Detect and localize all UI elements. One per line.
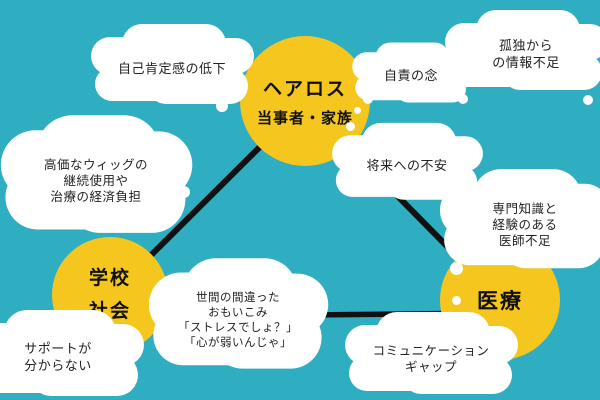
bubble-text: サポートが 分からない	[24, 342, 92, 374]
thought-tail-bubble	[354, 107, 361, 114]
thought-bubble-support-unknown: サポートが 分からない	[0, 328, 122, 390]
thought-bubble-doctor-shortage: 専門知識と 経験のある 医師不足	[462, 188, 588, 262]
thought-tail-bubble	[196, 305, 205, 314]
bubble-text: 専門知識と 経験のある 医師不足	[492, 200, 558, 249]
thought-tail-bubble	[450, 262, 463, 275]
thought-tail-bubble	[583, 95, 593, 105]
bubble-text: 高価なウィッグの 継続使用や 治療の経済負担	[43, 156, 148, 205]
thought-tail-bubble	[157, 342, 167, 352]
thought-tail-bubble	[178, 186, 190, 198]
node-hairloss-subtitle: 当事者・家族	[256, 109, 353, 127]
thought-bubble-communication-gap: コミュニケーション ギャップ	[366, 330, 496, 388]
thought-bubble-self-blame: 自責の念	[368, 56, 454, 98]
bubble-text: 自己肯定感の低下	[117, 61, 226, 77]
thought-tail-bubble	[346, 122, 355, 131]
node-school-label: 学校 社会	[88, 266, 131, 322]
thought-tail-bubble	[458, 94, 468, 104]
thought-tail-bubble	[363, 94, 373, 104]
thought-bubble-isolation-info: 孤独から の情報不足	[466, 28, 586, 84]
node-hairloss-title: ヘアロス	[262, 78, 347, 100]
thought-bubble-future-anxiety: 将来への不安	[352, 140, 462, 194]
thought-tail-bubble	[452, 296, 461, 305]
thought-tail-bubble	[449, 77, 457, 85]
node-hairloss-family: ヘアロス 当事者・家族	[240, 36, 370, 166]
bubble-text: コミュニケーション ギャップ	[372, 342, 490, 374]
node-medical-label: 医療	[477, 289, 523, 313]
thought-bubble-wig-cost: 高価なウィッグの 継続使用や 治療の経済負担	[25, 136, 167, 226]
thought-bubble-self-esteem: 自己肯定感の低下	[112, 42, 232, 98]
bubble-text: 孤独から の情報不足	[492, 39, 560, 71]
bubble-text: 世間の間違った おもいこみ 「ストレスでしょ？」 「心が弱いんじゃ」	[178, 290, 298, 349]
bubble-text: 自責の念	[383, 68, 438, 84]
thought-bubble-misconception: 世間の間違った おもいこみ 「ストレスでしょ？」 「心が弱いんじゃ」	[172, 278, 304, 362]
thought-tail-bubble	[98, 317, 109, 328]
thought-tail-bubble	[216, 100, 228, 112]
bubble-text: 将来への不安	[366, 158, 448, 174]
